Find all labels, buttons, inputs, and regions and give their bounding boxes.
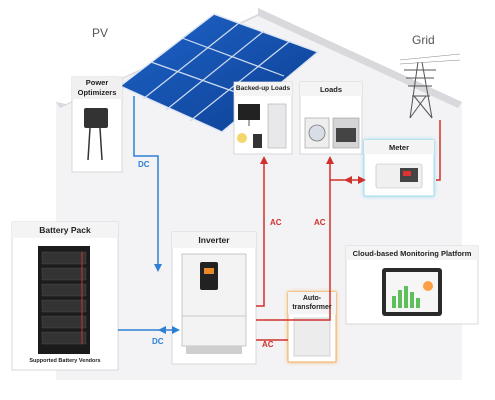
battery-pack-box (11, 221, 119, 371)
meter-box (363, 139, 435, 197)
backed-up-loads-box (233, 81, 293, 155)
loads-box (299, 81, 363, 155)
dc-pv-label: DC (138, 160, 150, 169)
power-optimizers-box (71, 76, 123, 173)
battery-pack-title: Battery Pack (39, 225, 91, 235)
ac-lines (256, 120, 441, 341)
dc-battery-label: DC (152, 337, 164, 346)
supported-battery-vendors-label: Supported Battery Vendors (29, 358, 101, 364)
meter-title: Meter (388, 143, 409, 152)
loads-title: Loads (319, 85, 343, 94)
auto-transformer-title: Auto- transformer (292, 295, 332, 311)
grid-tower (399, 53, 461, 119)
cloud-platform-title: Cloud-based Monitoring Platform (352, 249, 472, 258)
auto-transformer-box (287, 291, 337, 363)
inverter-title: Inverter (198, 235, 230, 245)
pv-label: PV (92, 26, 109, 40)
power-optimizers-title: Power Optimizers (77, 78, 117, 97)
ac-loads-label: AC (314, 218, 326, 227)
ac-backed-up-label: AC (270, 218, 282, 227)
inverter-box (171, 231, 257, 365)
dc-lines (118, 96, 180, 334)
backed-up-loads-title: Backed-up Loads (235, 85, 291, 92)
grid-label: Grid (412, 33, 435, 47)
ac-autotransformer-label: AC (262, 340, 274, 349)
cloud-monitoring-box (345, 245, 479, 325)
